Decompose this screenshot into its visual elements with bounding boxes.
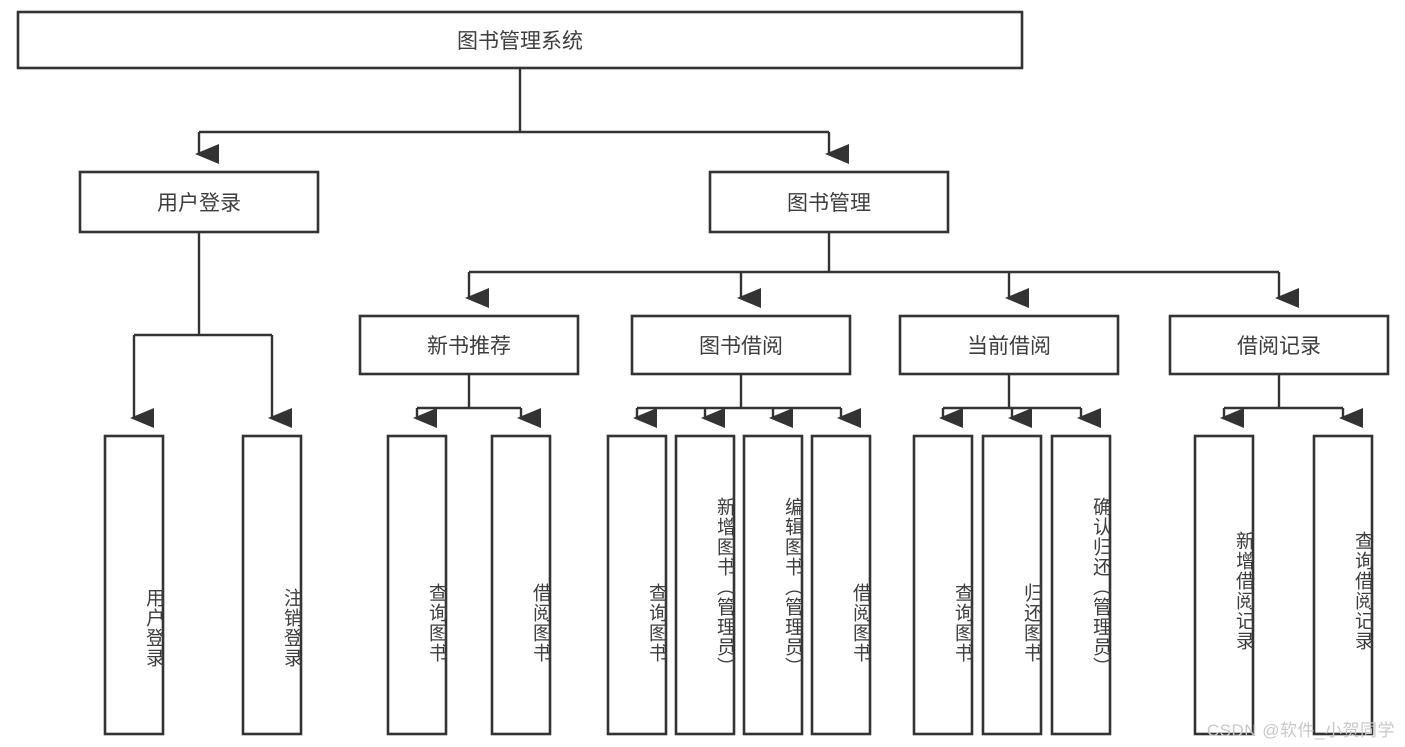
leaf-box-book-borrow-3[interactable]: [742, 434, 804, 736]
leaf-label-current-borrow-1: 查询图书: [952, 583, 973, 663]
node-label-current-borrow: 当前借阅: [967, 335, 1051, 358]
leaf-box-borrow-record-2[interactable]: [1312, 434, 1374, 736]
leaf-box-current-borrow-2[interactable]: [981, 434, 1043, 736]
leaf-label-book-borrow-1: 查询图书: [646, 583, 667, 663]
leaf-label-current-borrow-2: 归还图书: [1021, 583, 1042, 663]
leaf-label-user-login-1: 用户登录: [143, 588, 164, 668]
node-box-book-manage[interactable]: [708, 170, 950, 234]
node-box-book-borrow[interactable]: [630, 314, 852, 376]
csdn-watermark: CSDN @软件_小贺同学: [1206, 721, 1395, 740]
leaf-box-user-login-1[interactable]: [103, 434, 165, 736]
node-box-new-book-recommend[interactable]: [358, 314, 580, 376]
leaf-label-user-login-2: 注销登录: [281, 588, 302, 668]
leaf-label-book-borrow-3: 编辑图书（管理员）: [782, 497, 803, 677]
node-label-book-borrow: 图书借阅: [699, 335, 783, 358]
node-box-current-borrow[interactable]: [898, 314, 1120, 376]
leaf-label-book-borrow-4: 借阅图书: [850, 583, 871, 663]
leaf-label-borrow-record-2: 查询借阅记录: [1352, 531, 1373, 651]
leaf-label-new-book-1: 查询图书: [426, 583, 447, 663]
connector-lines: [130, 68, 1363, 428]
leaf-box-book-borrow-4[interactable]: [810, 434, 872, 736]
node-box-root[interactable]: [16, 10, 1024, 70]
node-label-user-login: 用户登录: [157, 192, 241, 215]
leaf-box-user-login-2[interactable]: [241, 434, 303, 736]
leaf-label-book-borrow-2: 新增图书（管理员）: [714, 497, 735, 677]
node-boxes: [16, 10, 1390, 736]
leaf-box-book-borrow-1[interactable]: [606, 434, 668, 736]
leaf-label-new-book-2: 借阅图书: [530, 583, 551, 663]
node-label-new-book-recommend: 新书推荐: [427, 335, 511, 358]
leaf-label-current-borrow-3: 确认归还（管理员）: [1090, 497, 1111, 677]
leaf-box-new-book-2[interactable]: [490, 434, 552, 736]
leaf-box-borrow-record-1[interactable]: [1193, 434, 1255, 736]
node-label-book-manage: 图书管理: [787, 192, 871, 215]
node-box-user-login[interactable]: [78, 170, 320, 234]
node-label-borrow-record: 借阅记录: [1237, 335, 1321, 358]
leaf-box-new-book-1[interactable]: [386, 434, 448, 736]
leaf-box-current-borrow-3[interactable]: [1050, 434, 1112, 736]
leaf-label-borrow-record-1: 新增借阅记录: [1233, 531, 1254, 651]
leaf-box-current-borrow-1[interactable]: [912, 434, 974, 736]
node-label-root: 图书管理系统: [457, 30, 583, 53]
leaf-box-book-borrow-2[interactable]: [674, 434, 736, 736]
node-box-borrow-record[interactable]: [1168, 314, 1390, 376]
